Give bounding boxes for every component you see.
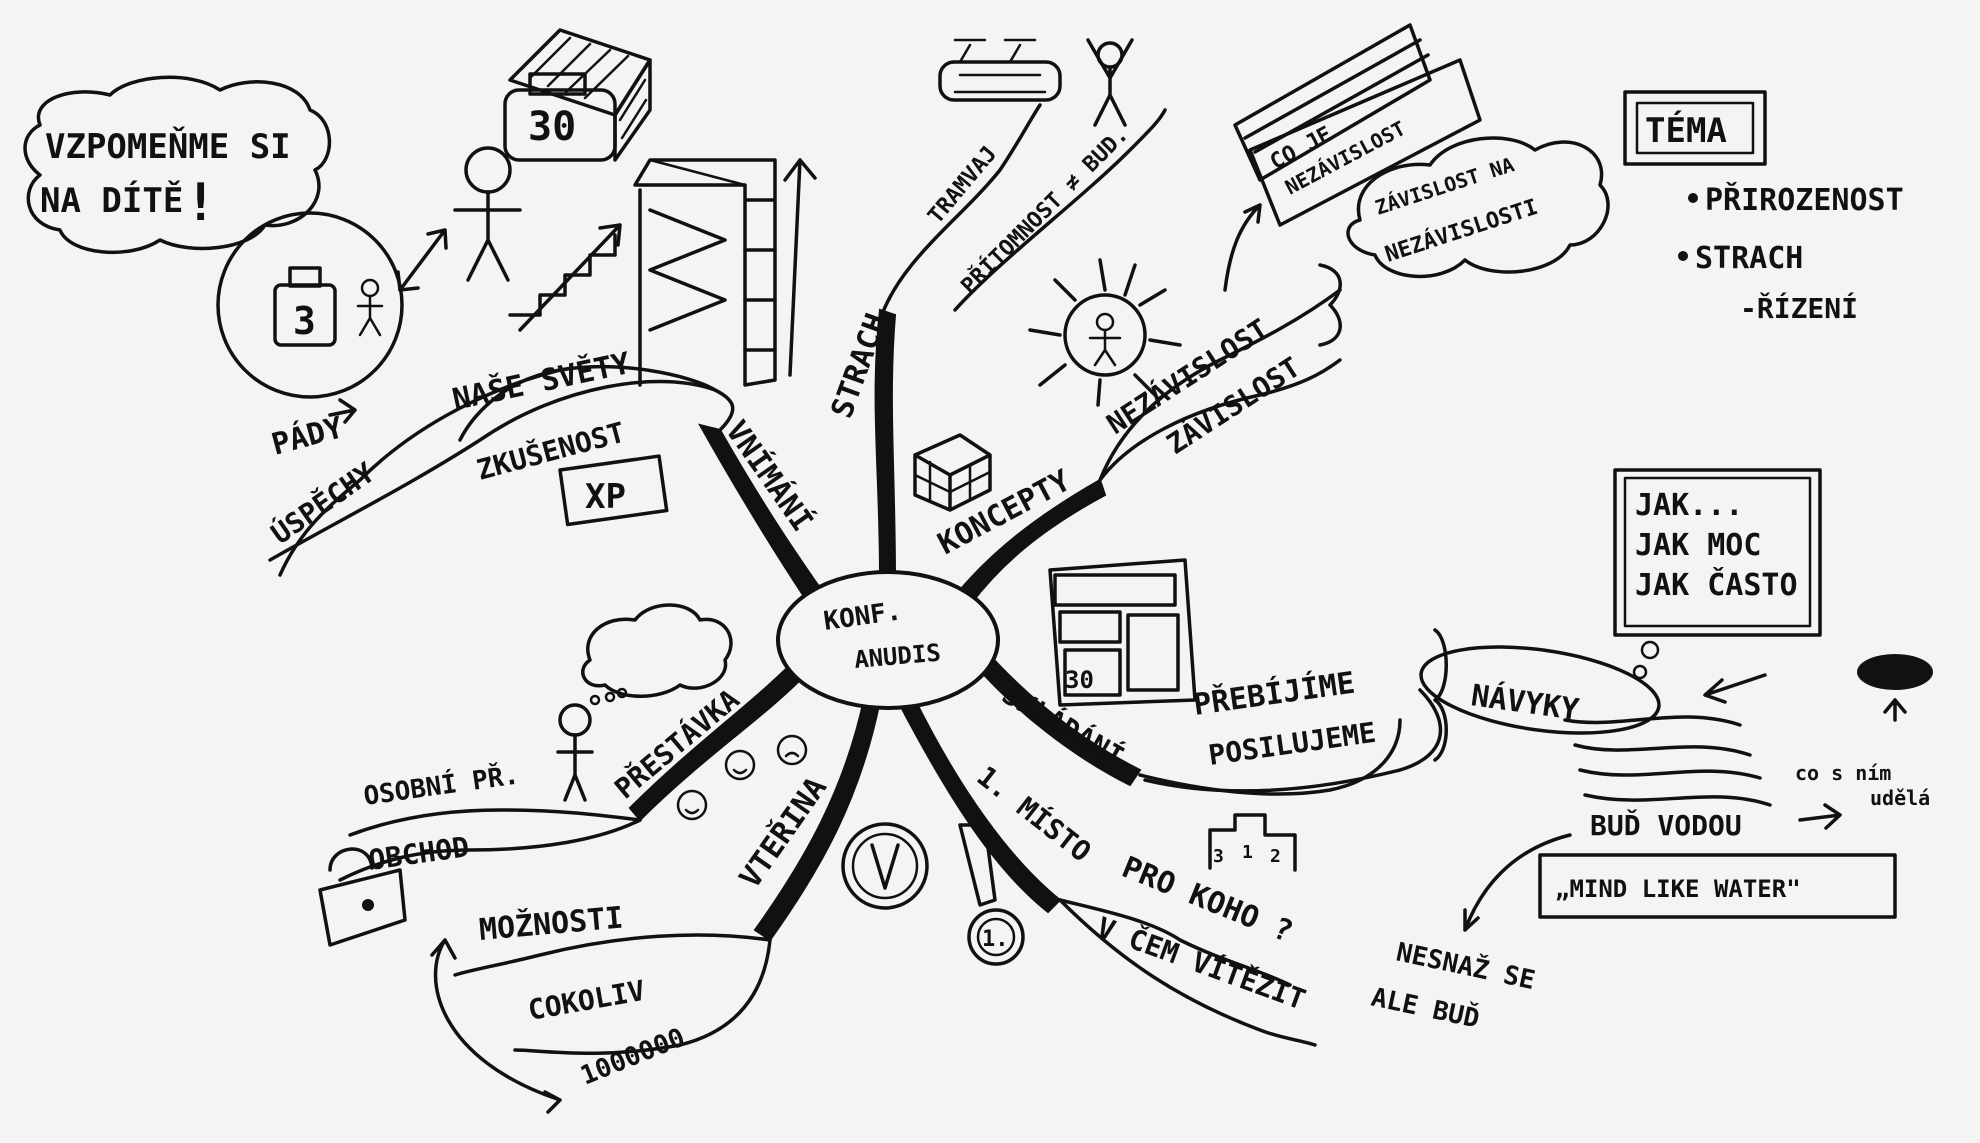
prebijime-label: PŘEBÍJÍME <box>1191 664 1357 723</box>
uspechy-label: ÚSPĚCHY <box>265 455 381 551</box>
cokoliv-label: COKOLIV <box>525 974 647 1027</box>
osobni-label: OSOBNÍ PŘ. <box>362 758 521 811</box>
count-label: 1000000 <box>576 1023 689 1092</box>
tema-item-3: -ŘÍZENÍ <box>1740 291 1858 325</box>
co-s-nim-label: co s ním <box>1795 761 1891 785</box>
podium-1: 1 <box>1242 842 1253 863</box>
branch-prestavka: PŘESTÁVKA OSOBNÍ PŘ. OBCHOD <box>318 603 808 947</box>
center-node <box>776 570 1000 710</box>
mind-like-water-label: „MIND LIKE WATER" <box>1555 875 1801 903</box>
bubble-line2: NA DÍTĚ <box>40 180 183 221</box>
double-arrow <box>396 228 448 292</box>
cloud-zavislost: ZÁVISLOST NA NEZÁVISLOSTI <box>1318 136 1610 347</box>
weight-small-value: 3 <box>293 299 316 343</box>
tema-box: TÉMA PŘIROZENOST STRACH -ŘÍZENÍ <box>1623 90 1904 325</box>
branch-vnimani: VNÍMÁNÍ NAŠE SVĚTY ZKUŠENOST XP PÁDY ÚSP… <box>265 344 820 577</box>
bud-vodou-label: BUĎ VODOU <box>1590 808 1742 842</box>
branch-koncepty: KONCEPTY NEZÁVISLOST ZÁVISLOST <box>913 258 1342 562</box>
thought-bubble: VZPOMEŇME SI NA DÍTĚ ! <box>23 75 332 255</box>
pady-label: PÁDY <box>268 409 347 462</box>
bubble-exclaim: ! <box>185 173 216 233</box>
tema-item-2: STRACH <box>1695 241 1803 276</box>
screen-line2: JAK MOC <box>1635 528 1761 563</box>
window-number: 30 <box>1065 666 1094 694</box>
branch-vterina: VTEŘINA MOŽNOSTI COKOLIV 1000000 <box>430 770 929 1114</box>
bubble-line1: VZPOMEŇME SI <box>45 126 291 167</box>
podium-2: 2 <box>1270 846 1281 867</box>
small-weight-circle: 3 <box>216 211 404 399</box>
screen-line1: JAK... <box>1635 488 1743 523</box>
xp-label: XP <box>585 477 626 517</box>
tema-item-1: PŘIROZENOST <box>1705 181 1904 218</box>
tramvaj-label: TRAMVAJ <box>923 142 1002 229</box>
weight-big-value: 30 <box>528 104 576 150</box>
udela-label: udělá <box>1870 786 1930 810</box>
stairs-building-icon <box>508 158 817 387</box>
tema-title: TÉMA <box>1645 110 1727 151</box>
nesnaz-line2: ALE BUĎ <box>1369 981 1483 1035</box>
stick-figure <box>453 146 522 282</box>
nesnaz-line1: NESNAŽ SE <box>1394 936 1538 997</box>
screen-line3: JAK ČASTO <box>1635 566 1798 603</box>
posilujeme-label: POSILUJEME <box>1206 716 1378 772</box>
zkusenost-label: ZKUŠENOST <box>473 415 628 487</box>
obchod-label: OBCHOD <box>366 830 471 877</box>
medal-number: 1. <box>982 927 1009 952</box>
branch-misto: 1. MÍSTO PRO KOHO ? V ČEM VÍTĚZIT 3 1 2 … <box>958 759 1317 1047</box>
center-trunks <box>628 308 1142 942</box>
podium-3: 3 <box>1213 846 1224 867</box>
big-weight: 30 <box>503 28 652 162</box>
